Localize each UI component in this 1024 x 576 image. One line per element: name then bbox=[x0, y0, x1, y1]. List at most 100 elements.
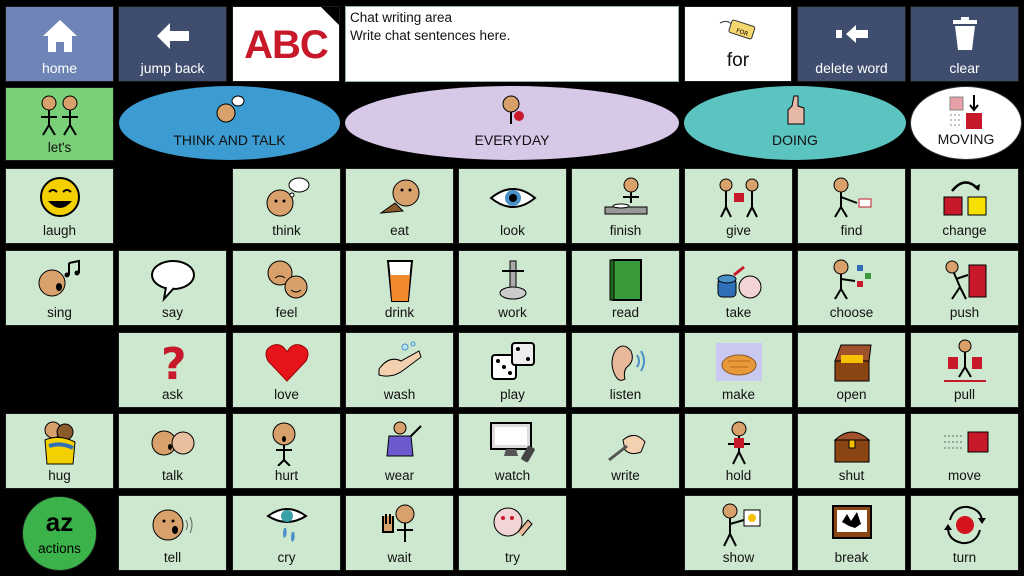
word-label: hold bbox=[725, 468, 752, 483]
clear-button[interactable]: clear bbox=[910, 6, 1019, 82]
word-ask[interactable]: ? ask bbox=[118, 332, 227, 408]
word-watch[interactable]: watch bbox=[458, 413, 567, 489]
word-shut[interactable]: shut bbox=[797, 413, 906, 489]
word-label: wear bbox=[384, 468, 415, 483]
word-label: hug bbox=[48, 468, 71, 483]
word-change[interactable]: change bbox=[910, 168, 1019, 244]
delete-word-button[interactable]: delete word bbox=[797, 6, 906, 82]
glass-icon bbox=[375, 257, 425, 303]
word-label: eat bbox=[390, 223, 409, 238]
word-label: shut bbox=[838, 468, 865, 483]
speech-bubble-icon bbox=[148, 257, 198, 303]
word-talk[interactable]: talk bbox=[118, 413, 227, 489]
word-sing[interactable]: sing bbox=[5, 250, 114, 326]
abc-keyboard-button[interactable]: ABC bbox=[232, 6, 340, 82]
open-chest-icon bbox=[827, 339, 877, 385]
find-icon bbox=[827, 175, 877, 221]
for-button[interactable]: FOR for bbox=[684, 6, 792, 82]
word-think[interactable]: think bbox=[232, 168, 341, 244]
word-pull[interactable]: pull bbox=[910, 332, 1019, 408]
jump-back-button[interactable]: jump back bbox=[118, 6, 227, 82]
word-break[interactable]: break bbox=[797, 495, 906, 571]
word-open[interactable]: open bbox=[797, 332, 906, 408]
word-push[interactable]: push bbox=[910, 250, 1019, 326]
word-label: change bbox=[942, 223, 987, 238]
word-hold[interactable]: hold bbox=[684, 413, 793, 489]
home-label: home bbox=[41, 60, 78, 76]
word-listen[interactable]: listen bbox=[571, 332, 680, 408]
word-label: try bbox=[505, 550, 520, 565]
arrow-left-icon bbox=[153, 17, 193, 55]
actions-button[interactable]: az actions bbox=[22, 496, 97, 571]
svg-text:FOR: FOR bbox=[735, 27, 749, 37]
word-feel[interactable]: feel bbox=[232, 250, 341, 326]
word-label: feel bbox=[275, 305, 298, 320]
two-people-icon bbox=[35, 93, 85, 137]
word-label: say bbox=[161, 305, 183, 320]
word-hug[interactable]: hug bbox=[5, 413, 114, 489]
word-wash[interactable]: wash bbox=[345, 332, 454, 408]
word-eat[interactable]: eat bbox=[345, 168, 454, 244]
word-find[interactable]: find bbox=[797, 168, 906, 244]
pointing-hand-icon bbox=[780, 94, 810, 126]
crying-eye-icon bbox=[262, 502, 312, 548]
book-icon bbox=[601, 257, 651, 303]
word-work[interactable]: work bbox=[458, 250, 567, 326]
think-and-talk-category[interactable]: THINK AND TALK bbox=[119, 86, 340, 160]
try-icon bbox=[488, 502, 538, 548]
finish-icon bbox=[601, 175, 651, 221]
thinking-head-icon bbox=[215, 94, 245, 124]
chat-writing-area[interactable]: Chat writing area Write chat sentences h… bbox=[345, 6, 679, 82]
moving-squares-icon bbox=[946, 93, 986, 131]
word-label: find bbox=[840, 223, 863, 238]
everyday-label: EVERYDAY bbox=[474, 132, 550, 148]
eat-icon bbox=[375, 175, 425, 221]
svg-text:?: ? bbox=[161, 339, 187, 385]
moving-category[interactable]: MOVING bbox=[910, 86, 1022, 160]
push-icon bbox=[940, 257, 990, 303]
word-label: listen bbox=[609, 387, 642, 402]
give-icon bbox=[714, 175, 764, 221]
home-button[interactable]: home bbox=[5, 6, 114, 82]
lets-button[interactable]: let's bbox=[5, 87, 114, 161]
page-corner-icon bbox=[321, 7, 339, 25]
word-cry[interactable]: cry bbox=[232, 495, 341, 571]
clear-label: clear bbox=[949, 60, 980, 76]
word-take[interactable]: take bbox=[684, 250, 793, 326]
word-read[interactable]: read bbox=[571, 250, 680, 326]
doing-category[interactable]: DOING bbox=[684, 86, 906, 160]
word-turn[interactable]: turn bbox=[910, 495, 1019, 571]
feel-icon bbox=[262, 257, 312, 303]
word-hurt[interactable]: hurt bbox=[232, 413, 341, 489]
turn-icon bbox=[940, 502, 990, 548]
word-write[interactable]: write bbox=[571, 413, 680, 489]
word-give[interactable]: give bbox=[684, 168, 793, 244]
heart-icon bbox=[262, 339, 312, 385]
writing-hand-icon bbox=[601, 420, 651, 466]
everyday-category[interactable]: EVERYDAY bbox=[345, 86, 679, 160]
word-make[interactable]: make bbox=[684, 332, 793, 408]
word-move[interactable]: move bbox=[910, 413, 1019, 489]
word-look[interactable]: look bbox=[458, 168, 567, 244]
word-try[interactable]: try bbox=[458, 495, 567, 571]
wear-icon bbox=[375, 420, 425, 466]
word-finish[interactable]: finish bbox=[571, 168, 680, 244]
tv-icon bbox=[488, 420, 538, 466]
house-icon bbox=[40, 17, 80, 55]
word-play[interactable]: play bbox=[458, 332, 567, 408]
doing-label: DOING bbox=[772, 132, 818, 148]
moving-label: MOVING bbox=[937, 131, 995, 147]
word-drink[interactable]: drink bbox=[345, 250, 454, 326]
word-laugh[interactable]: laugh bbox=[5, 168, 114, 244]
word-label: wait bbox=[387, 550, 412, 565]
word-tell[interactable]: tell bbox=[118, 495, 227, 571]
word-wear[interactable]: wear bbox=[345, 413, 454, 489]
word-love[interactable]: love bbox=[232, 332, 341, 408]
word-label: make bbox=[721, 387, 755, 402]
word-label: push bbox=[949, 305, 980, 320]
word-show[interactable]: show bbox=[684, 495, 793, 571]
word-choose[interactable]: choose bbox=[797, 250, 906, 326]
chat-title: Chat writing area bbox=[350, 10, 453, 25]
word-say[interactable]: say bbox=[118, 250, 227, 326]
word-wait[interactable]: wait bbox=[345, 495, 454, 571]
